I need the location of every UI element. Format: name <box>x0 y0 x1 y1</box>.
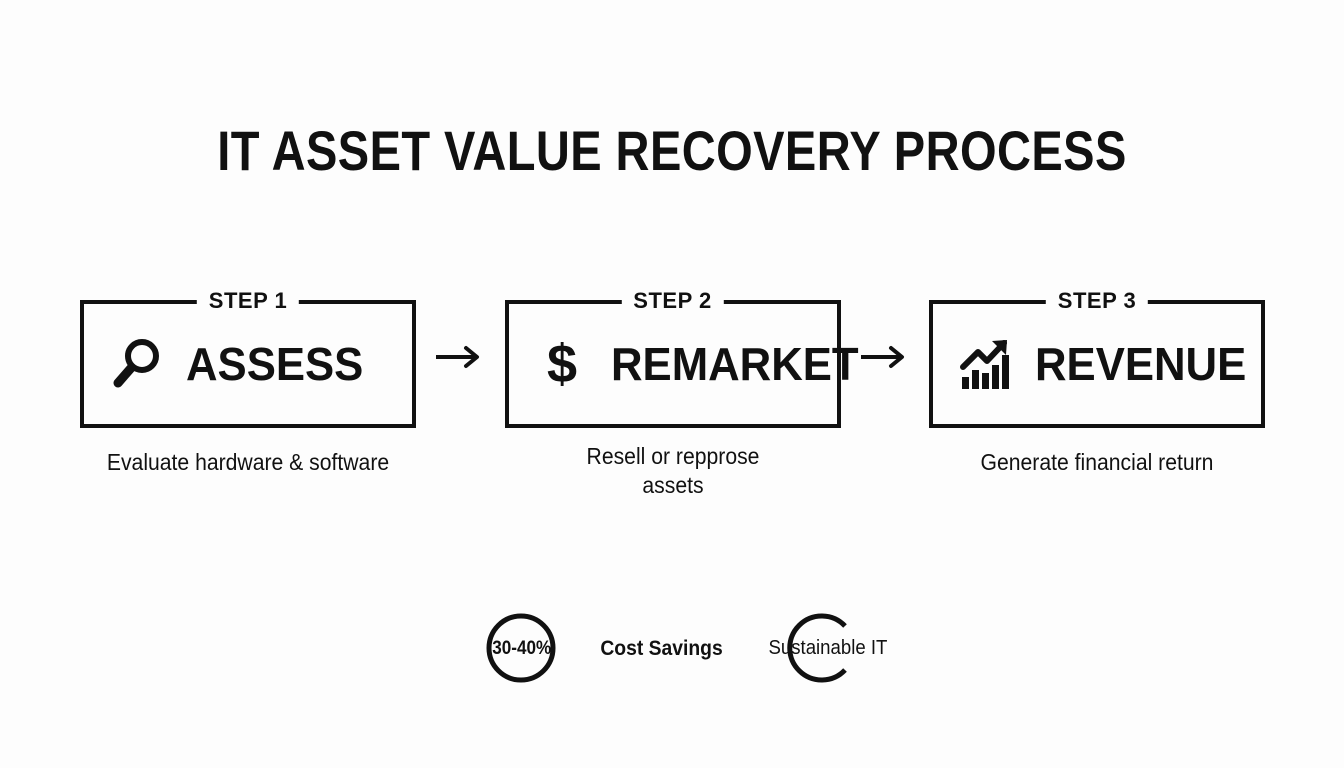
dollar-sign-icon: $ <box>535 335 589 393</box>
svg-text:$: $ <box>546 335 576 393</box>
step-2: STEP 2 $ REMARKET Resell or repprose ass… <box>504 290 858 500</box>
step-2-label: STEP 2 <box>621 290 724 312</box>
step-3-label: STEP 3 <box>1045 290 1149 312</box>
step-2-content: $ REMARKET <box>535 335 872 393</box>
process-steps: STEP 1 ASSESS Evaluate hardware & softwa… <box>80 290 1265 500</box>
step-3-content: REVENUE <box>959 335 1257 393</box>
step-1: STEP 1 ASSESS Evaluate hardware & softwa… <box>80 290 416 477</box>
step-3-title: REVENUE <box>1035 338 1247 390</box>
page-title: IT ASSET VALUE RECOVERY PROCESS <box>217 119 1127 182</box>
growth-chart-icon <box>959 335 1013 393</box>
cost-savings-value: 30-40% <box>491 637 551 659</box>
step-3-box: STEP 3 REVENUE <box>929 290 1265 428</box>
step-3-caption: Generate financial return <box>980 449 1214 475</box>
step-2-box: STEP 2 $ REMARKET <box>504 290 858 428</box>
sustainable-it-label: Sustainable IT <box>768 637 887 659</box>
sustainable-it-ring: Sustainable IT <box>768 612 887 684</box>
step-1-box: STEP 1 ASSESS <box>80 290 416 428</box>
step-2-caption: Resell or repprose assets <box>586 443 759 498</box>
magnifying-glass-icon <box>110 335 164 393</box>
arrow-right-icon <box>431 344 489 370</box>
circle-ring-icon <box>486 613 556 683</box>
step-3: STEP 3 REVENUE Generate financial retu <box>929 290 1265 477</box>
step-1-content: ASSESS <box>110 335 373 393</box>
arrow-right-icon <box>856 344 914 370</box>
stats-row: 30-40% Cost Savings Sustainable IT <box>0 612 1344 684</box>
step-1-caption: Evaluate hardware & software <box>106 449 390 475</box>
cost-savings-label: Cost Savings <box>600 636 724 660</box>
step-2-title: REMARKET <box>610 338 859 390</box>
step-1-title: ASSESS <box>186 338 364 390</box>
broken-circle-ring-icon <box>786 613 847 683</box>
cost-savings-ring: 30-40% <box>485 612 557 684</box>
step-1-label: STEP 1 <box>196 290 300 312</box>
